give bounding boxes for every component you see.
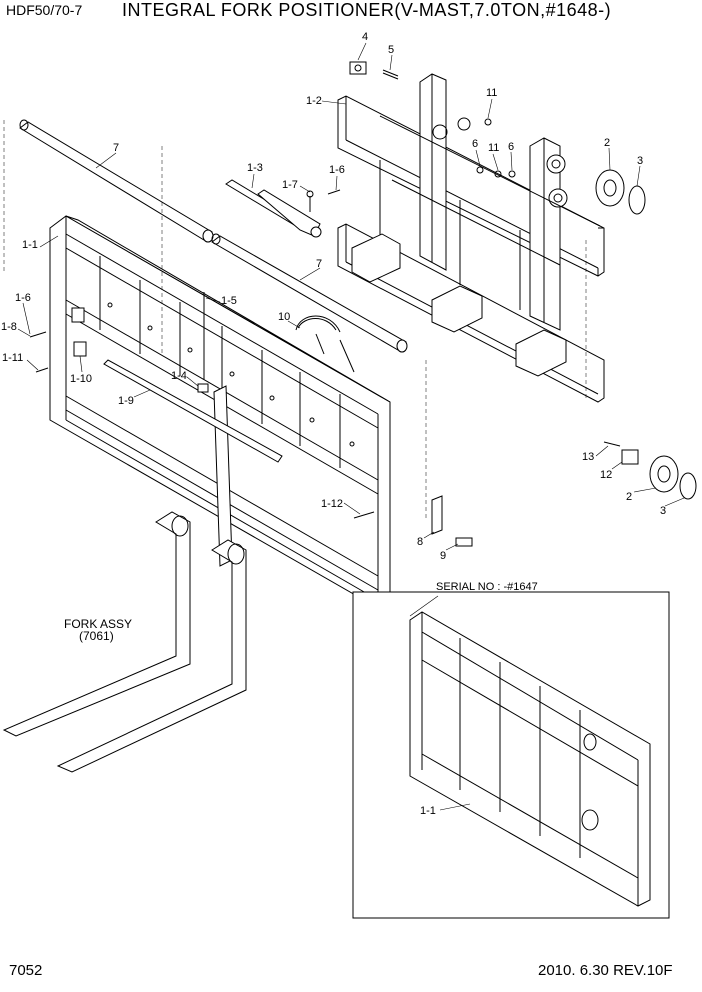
callout-1-9: 1-9 [118,395,134,407]
callout-1-1: 1-1 [22,239,38,251]
callout-12: 12 [600,469,612,481]
callout-1-5: 1-5 [221,295,237,307]
callout-1-12: 1-12 [321,498,343,510]
callout-11a: 11 [486,87,497,99]
callout-1-4: 1-4 [171,370,187,382]
revision-date: 2010. 6.30 REV.10F [538,962,673,979]
callout-6b: 6 [508,141,514,153]
callout-8: 8 [417,536,423,548]
reference-lines [3,120,587,520]
callout-3a: 3 [637,155,643,167]
carriage-frame [337,73,605,403]
callout-1-6a: 1-6 [329,164,345,176]
cylinder [225,179,322,238]
callout-5: 5 [388,44,394,56]
callout-labels: 4 5 1-2 11 6 11 6 2 3 7 1-3 1-6 1-7 1-1 … [1,31,666,817]
callout-3b: 3 [660,505,666,517]
callout-1-11: 1-11 [2,352,23,364]
fork-assy-label: FORK ASSY [64,617,132,631]
serial-inset [352,591,670,919]
callout-11b: 11 [488,142,499,154]
serial-label: SERIAL NO : -#1647 [436,581,538,593]
callout-1-3: 1-3 [247,162,263,174]
callout-7a: 7 [113,142,119,154]
shaft-lower [211,233,408,353]
callout-2b: 2 [626,491,632,503]
inset-part-label: 1-1 [420,805,436,817]
callout-1-2: 1-2 [306,95,322,107]
shaft-upper [19,119,214,243]
callout-10: 10 [278,311,290,323]
model-code: HDF50/70-7 [6,2,83,18]
callout-9: 9 [440,550,446,562]
callout-1-7: 1-7 [282,179,298,191]
callout-13: 13 [582,451,594,463]
callout-6a: 6 [472,138,478,150]
fork-assembly [2,511,247,773]
callout-4: 4 [362,31,368,43]
leader-lines [17,42,685,811]
small-parts [29,61,697,547]
callout-7b: 7 [316,258,322,270]
page-number: 7052 [9,962,43,979]
callout-1-6b: 1-6 [15,292,31,304]
page-title: INTEGRAL FORK POSITIONER(V-MAST,7.0TON,#… [122,0,612,20]
callout-1-10: 1-10 [70,373,92,385]
fork-frame [49,215,391,609]
callout-1-8: 1-8 [1,321,17,333]
fork-assy-number: (7061) [79,629,114,643]
callout-2a: 2 [604,137,610,149]
chain-assembly [295,315,355,373]
